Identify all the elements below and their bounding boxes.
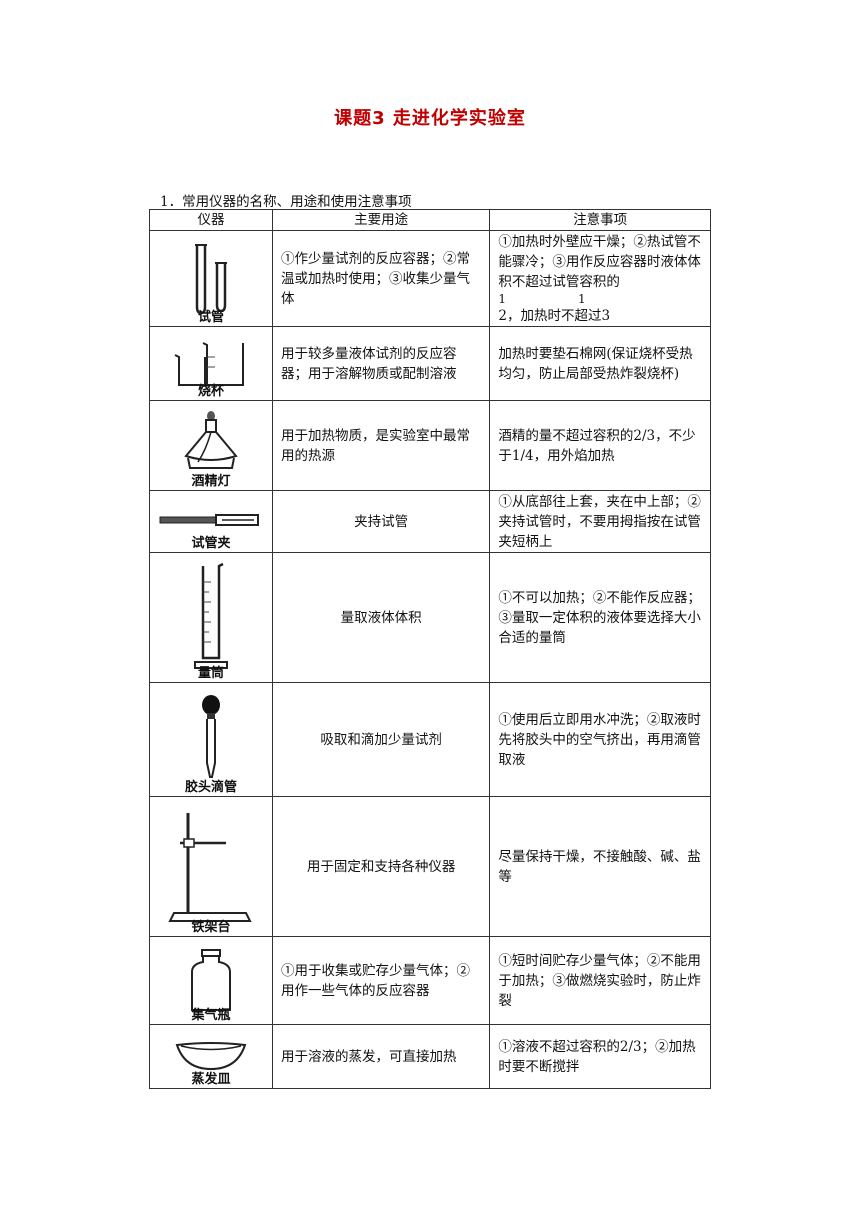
use-cell: 用于溶液的蒸发，可直接加热: [271, 1024, 491, 1089]
beaker-icon: [174, 341, 244, 386]
instrument-table: 仪器 主要用途 注意事项 试管 ①作少量试剂的反应容器；②常温或加热时使用；③收…: [149, 209, 711, 1089]
table-row: 胶头滴管 吸取和滴加少量试剂 ①使用后立即用水冲洗；②取液时先将胶头中的空气挤出…: [149, 682, 711, 797]
instrument-cell: 量筒: [149, 552, 273, 683]
note-cell: 加热时要垫石棉网(保证烧杯受热均匀，防止局部受热炸裂烧杯): [489, 326, 711, 401]
use-cell: ①用于收集或贮存少量气体；②用作一些气体的反应容器: [271, 936, 491, 1025]
header-use: 主要用途: [271, 209, 491, 231]
note-cell: ①不可以加热；②不能作反应器；③量取一定体积的液体要选择大小合适的量筒: [489, 552, 711, 683]
use-cell: 用于较多量液体试剂的反应容器；用于溶解物质或配制溶液: [271, 326, 491, 401]
instrument-name: 铁架台: [191, 920, 231, 935]
instrument-name: 试管: [197, 310, 224, 325]
instrument-cell: 烧杯: [149, 326, 273, 401]
instrument-cell: 试管夹: [149, 490, 273, 553]
table-row: 试管 ①作少量试剂的反应容器；②常温或加热时使用；③收集少量气体 ①加热时外壁应…: [149, 230, 711, 327]
note-cell: 尽量保持干燥，不接触酸、碱、盐等: [489, 796, 711, 937]
table-row: 量筒 量取液体体积 ①不可以加热；②不能作反应器；③量取一定体积的液体要选择大小…: [149, 552, 711, 683]
instrument-name: 试管夹: [191, 536, 231, 551]
table-row: 烧杯 用于较多量液体试剂的反应容器；用于溶解物质或配制溶液 加热时要垫石棉网(保…: [149, 326, 711, 401]
table-row: 集气瓶 ①用于收集或贮存少量气体；②用作一些气体的反应容器 ①短时间贮存少量气体…: [149, 936, 711, 1025]
evaporating-dish-icon: [175, 1041, 247, 1070]
instrument-name: 酒精灯: [191, 474, 231, 489]
note-cell: ①从底部往上套，夹在中上部；②夹持试管时，不要用拇指按在试管夹短柄上: [489, 490, 711, 553]
instrument-cell: 铁架台: [149, 796, 273, 937]
instrument-name: 集气瓶: [191, 1008, 231, 1023]
table-row: 试管夹 夹持试管 ①从底部往上套，夹在中上部；②夹持试管时，不要用拇指按在试管夹…: [149, 490, 711, 553]
note-cell: ①短时间贮存少量气体；②不能用于加热；③做燃烧实验时，防止炸裂: [489, 936, 711, 1025]
use-cell: 夹持试管: [271, 490, 491, 553]
use-cell: 用于固定和支持各种仪器: [271, 796, 491, 937]
use-cell: 量取液体体积: [271, 552, 491, 683]
table-row: 铁架台 用于固定和支持各种仪器 尽量保持干燥，不接触酸、碱、盐等: [149, 796, 711, 937]
section-heading: 1．常用仪器的名称、用途和使用注意事项: [160, 194, 412, 210]
header-instrument: 仪器: [149, 209, 273, 231]
dropper-icon: [201, 694, 220, 778]
instrument-cell: 胶头滴管: [149, 682, 273, 797]
table-header-row: 仪器 主要用途 注意事项: [149, 209, 711, 231]
graduated-cylinder-icon: [193, 562, 228, 669]
use-cell: 吸取和滴加少量试剂: [271, 682, 491, 797]
instrument-cell: 酒精灯: [149, 400, 273, 491]
instrument-cell: 试管: [149, 230, 273, 327]
header-note: 注意事项: [489, 209, 711, 231]
alcohol-lamp-icon: [184, 410, 238, 469]
gas-jar-icon: [190, 948, 231, 1011]
iron-stand-icon: [168, 812, 252, 922]
instrument-name: 蒸发皿: [191, 1072, 231, 1087]
instrument-cell: 集气瓶: [149, 936, 273, 1025]
use-cell: ①作少量试剂的反应容器；②常温或加热时使用；③收集少量气体: [271, 230, 491, 327]
instrument-cell: 蒸发皿: [149, 1024, 273, 1089]
test-tube-icon: [194, 243, 227, 314]
instrument-name: 胶头滴管: [184, 780, 237, 795]
test-tube-holder-icon: [159, 513, 259, 526]
instrument-name: 量筒: [197, 666, 224, 681]
note-cell: ①加热时外壁应干燥；②热试管不能骤冷；③用作反应容器时液体体积不超过试管容积的 …: [489, 230, 711, 327]
table-row: 酒精灯 用于加热物质，是实验室中最常用的热源 酒精的量不超过容积的2/3，不少于…: [149, 400, 711, 491]
table-row: 蒸发皿 用于溶液的蒸发，可直接加热 ①溶液不超过容积的2/3；②加热时要不断搅拌: [149, 1024, 711, 1089]
page-title: 课题3 走进化学实验室: [334, 108, 526, 129]
note-cell: ①溶液不超过容积的2/3；②加热时要不断搅拌: [489, 1024, 711, 1089]
instrument-name: 烧杯: [197, 384, 224, 399]
note-cell: 酒精的量不超过容积的2/3，不少于1/4，用外焰加热: [489, 400, 711, 491]
note-cell: ①使用后立即用水冲洗；②取液时先将胶头中的空气挤出，再用滴管取液: [489, 682, 711, 797]
use-cell: 用于加热物质，是实验室中最常用的热源: [271, 400, 491, 491]
